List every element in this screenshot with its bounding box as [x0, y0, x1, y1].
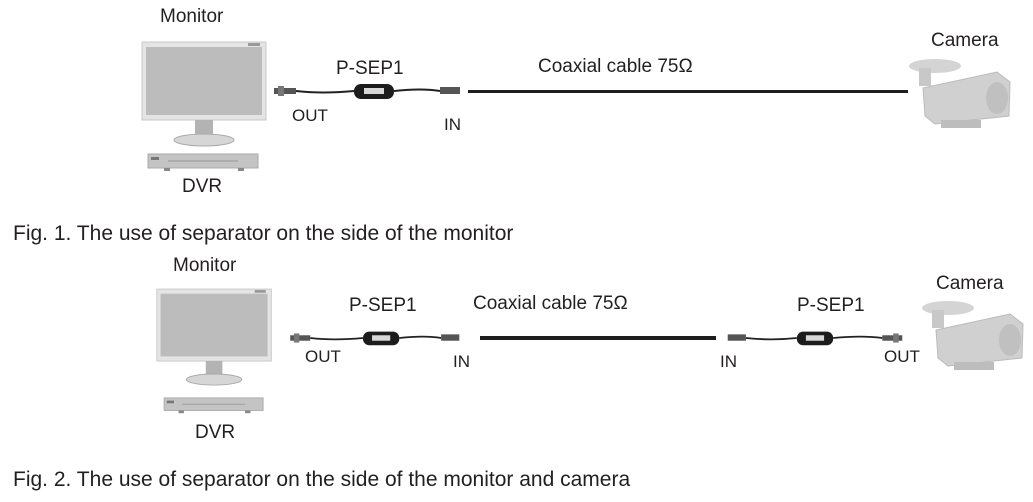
bnc-connector-icon [882, 333, 903, 343]
coaxial-cable [468, 90, 908, 93]
monitor-icon [156, 288, 272, 386]
port-label-in: IN [444, 115, 461, 134]
video-separator-icon [727, 331, 903, 346]
separator-model-label: P-SEP1 [336, 58, 404, 79]
cctv-camera-icon [909, 59, 1011, 128]
camera-label: Camera [936, 273, 1004, 294]
cctv-camera-icon [922, 301, 1024, 370]
port-label-in: IN [453, 352, 470, 371]
monitor-label: Monitor [160, 6, 224, 27]
separator-model-label: P-SEP1 [349, 295, 417, 316]
monitor-icon [141, 41, 267, 147]
bnc-connector-icon [290, 333, 311, 343]
port-label-out: OUT [305, 347, 341, 366]
bnc-connector-icon [274, 86, 296, 96]
dvr-icon [163, 397, 264, 414]
camera-label: Camera [931, 30, 999, 51]
video-separator-icon [290, 331, 460, 346]
monitor-label: Monitor [173, 255, 237, 276]
separator-model-label: P-SEP1 [797, 295, 865, 316]
coaxial-cable [480, 336, 716, 340]
video-separator-icon [274, 84, 460, 99]
port-label-out: OUT [292, 106, 328, 125]
figure-1-caption: Fig. 1. The use of separator on the side… [13, 222, 514, 245]
cable-label: Coaxial cable 75Ω [538, 56, 693, 77]
port-label-out: OUT [884, 347, 920, 366]
cable-label: Coaxial cable 75Ω [473, 293, 628, 314]
dvr-label: DVR [195, 422, 236, 443]
dvr-icon [147, 153, 259, 171]
dvr-label: DVR [182, 176, 223, 197]
figure-2-caption: Fig. 2. The use of separator on the side… [13, 468, 631, 491]
port-label-in: IN [720, 352, 737, 371]
